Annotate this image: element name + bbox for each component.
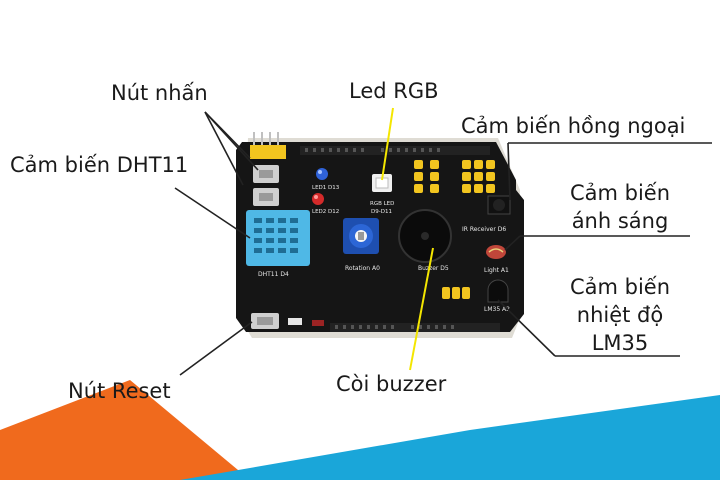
smd-part (288, 318, 302, 325)
yellow-pointers (381, 107, 434, 371)
label-lm35-3: LM35 (591, 331, 649, 355)
label-lm35-1: Cảm biến (569, 275, 671, 299)
silk-lm35: LM35 A2 (484, 306, 510, 313)
silk-dht11: DHT11 D4 (258, 271, 289, 278)
led-blue (316, 168, 328, 180)
blue-band (180, 395, 720, 480)
label-light-sensor-2: ánh sáng (571, 209, 669, 233)
label-rgb-led: Led RGB (349, 79, 439, 103)
dht11-sensor (246, 210, 310, 266)
silk-led2: LED2 D12 (312, 209, 339, 215)
rgb-led (372, 174, 392, 192)
label-ir-sensor: Cảm biến hồng ngoại (461, 114, 686, 138)
silk-rgb-line1: RGB LED (370, 201, 394, 207)
label-lm35-2: nhiệt độ (576, 303, 664, 327)
light-sensor (486, 245, 506, 259)
label-dht11: Cảm biến DHT11 (10, 153, 189, 177)
pointer-lines (174, 111, 712, 376)
label-reset: Nút Reset (68, 379, 171, 403)
silk-rotation: Rotation A0 (345, 265, 380, 272)
arduino-shield-board: DHT11 D4 Rotation A0 Buzzer D5 Light A1 … (236, 132, 524, 332)
buzzer (398, 209, 452, 263)
led-red (312, 193, 324, 205)
label-push-button: Nút nhấn (111, 81, 208, 105)
yellow-headers (414, 160, 495, 299)
label-buzzer: Còi buzzer (336, 372, 447, 396)
silk-led1: LED1 D13 (312, 185, 340, 191)
silk-rgb-line2: D9-D11 (371, 209, 392, 215)
silk-ir: IR Receiver D6 (462, 226, 506, 233)
rotation-potentiometer (343, 218, 379, 254)
label-light-sensor-1: Cảm biến (569, 181, 671, 205)
ir-receiver (487, 195, 511, 215)
push-button-1 (253, 165, 279, 183)
push-button-2 (253, 188, 279, 206)
orange-band (0, 380, 250, 480)
silk-buzzer: Buzzer D5 (418, 265, 449, 272)
lm35-sensor (487, 279, 509, 303)
reset-button (251, 313, 279, 329)
silk-light: Light A1 (484, 267, 509, 274)
